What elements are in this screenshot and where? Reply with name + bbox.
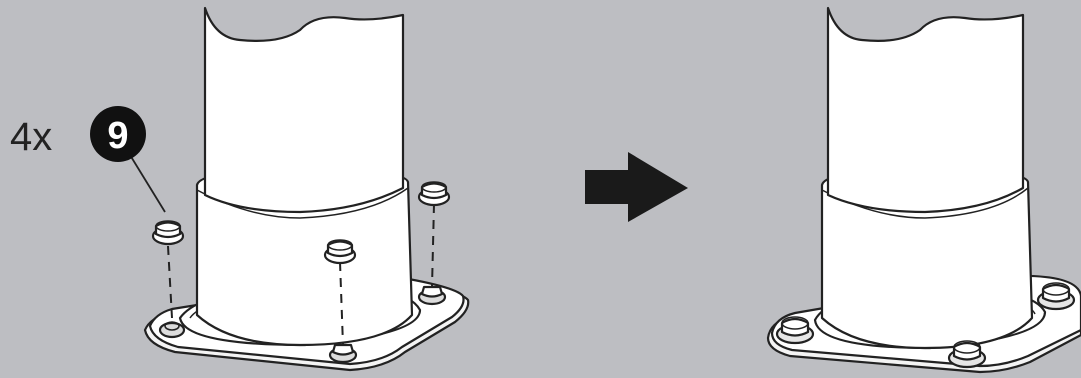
screw-3 [419, 182, 449, 205]
tube-left [197, 8, 412, 345]
part-callout: 4x 9 [10, 106, 165, 212]
screw-1 [153, 221, 183, 244]
part-number: 9 [107, 115, 128, 157]
tube-right [822, 8, 1032, 348]
after-view [768, 8, 1081, 372]
quantity-label: 4x [10, 115, 52, 159]
installed-screw-2 [949, 341, 985, 367]
step-arrow-icon [585, 152, 688, 222]
screw-2 [325, 240, 355, 263]
before-view: 4x 9 [10, 8, 468, 370]
installed-screw-3 [1038, 283, 1074, 309]
installed-screw-1 [777, 317, 813, 343]
